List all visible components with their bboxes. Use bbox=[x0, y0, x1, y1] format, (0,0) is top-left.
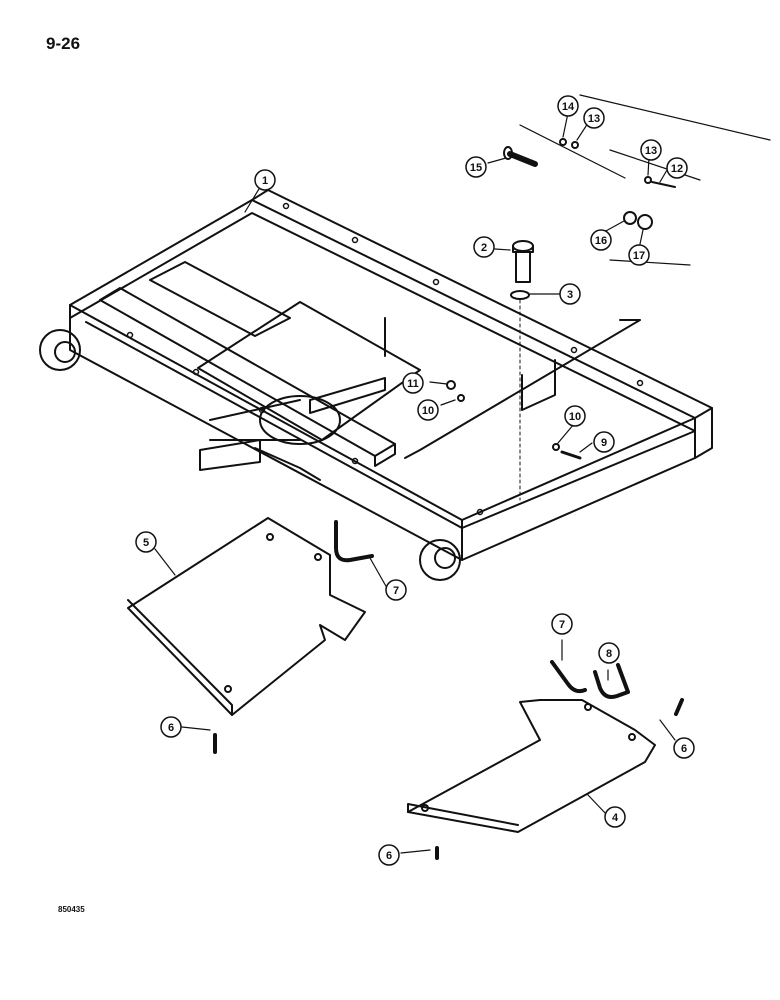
callout-circle bbox=[628, 244, 650, 266]
callout-2-1: 2 bbox=[473, 236, 495, 258]
callout-label: 6 bbox=[681, 743, 687, 755]
bolt-2 bbox=[512, 240, 534, 283]
callout-circle bbox=[559, 283, 581, 305]
callout-8-10: 8 bbox=[598, 642, 620, 664]
bolt-6-right-upper bbox=[674, 698, 684, 716]
callout-15-19: 15 bbox=[465, 156, 487, 178]
callout-label: 6 bbox=[386, 850, 392, 862]
callout-label: 2 bbox=[481, 242, 487, 254]
washer-3 bbox=[510, 290, 530, 300]
callout-1-0: 1 bbox=[254, 169, 276, 191]
callout-label: 7 bbox=[559, 619, 565, 631]
u-bolt-7-lower bbox=[334, 520, 374, 563]
callout-label: 3 bbox=[567, 289, 573, 301]
nut-13-upper bbox=[571, 141, 579, 149]
callout-circle bbox=[160, 716, 182, 738]
callout-circle bbox=[640, 139, 662, 161]
nut-11 bbox=[446, 380, 456, 390]
callout-circle bbox=[590, 229, 612, 251]
callout-12-15: 12 bbox=[666, 157, 688, 179]
callout-7-8: 7 bbox=[385, 579, 407, 601]
callout-4-3: 4 bbox=[604, 806, 626, 828]
callout-circle bbox=[673, 737, 695, 759]
bolt-14 bbox=[559, 138, 567, 146]
callout-9-11: 9 bbox=[593, 431, 615, 453]
callout-label: 9 bbox=[601, 437, 607, 449]
u-bolt-7-upper bbox=[550, 660, 587, 694]
callout-11-14: 11 bbox=[402, 372, 424, 394]
bolt-9 bbox=[560, 450, 582, 460]
callout-circle bbox=[593, 431, 615, 453]
callout-circle bbox=[604, 806, 626, 828]
pin-12 bbox=[651, 181, 676, 188]
callout-17-21: 17 bbox=[628, 244, 650, 266]
callout-label: 13 bbox=[645, 145, 657, 157]
callout-circle bbox=[378, 844, 400, 866]
callout-10-12: 10 bbox=[417, 399, 439, 421]
callout-circle bbox=[473, 236, 495, 258]
washer-10-left bbox=[457, 394, 465, 402]
callout-label: 13 bbox=[588, 113, 600, 125]
callout-label: 10 bbox=[569, 411, 581, 423]
callout-circle bbox=[557, 95, 579, 117]
callout-label: 1 bbox=[262, 175, 268, 187]
callout-7-9: 7 bbox=[551, 613, 573, 635]
callout-label: 14 bbox=[562, 101, 575, 113]
callout-circle bbox=[402, 372, 424, 394]
callout-label: 15 bbox=[470, 162, 482, 174]
callout-circle bbox=[254, 169, 276, 191]
nut-13-lower bbox=[644, 176, 652, 184]
callout-6-7: 6 bbox=[378, 844, 400, 866]
callout-14-18: 14 bbox=[557, 95, 579, 117]
callout-label: 5 bbox=[143, 537, 149, 549]
u-bolt-8 bbox=[593, 663, 630, 699]
callout-label: 6 bbox=[168, 722, 174, 734]
callout-label: 8 bbox=[606, 648, 612, 660]
callout-13-17: 13 bbox=[583, 107, 605, 129]
callout-label: 11 bbox=[407, 378, 419, 390]
callout-6-6: 6 bbox=[673, 737, 695, 759]
callout-circle bbox=[465, 156, 487, 178]
main-frame bbox=[39, 189, 713, 581]
callout-label: 16 bbox=[595, 235, 607, 247]
callout-label: 12 bbox=[671, 163, 683, 175]
callout-circle bbox=[551, 613, 573, 635]
figure-code: 850435 bbox=[58, 905, 85, 914]
callout-label: 17 bbox=[633, 250, 645, 262]
upper-detail-bracket bbox=[519, 94, 771, 266]
callout-circle bbox=[666, 157, 688, 179]
callout-3-2: 3 bbox=[559, 283, 581, 305]
guard-plate-right bbox=[407, 699, 656, 833]
callout-label: 4 bbox=[612, 812, 619, 824]
callout-circle bbox=[583, 107, 605, 129]
bolt-15 bbox=[503, 146, 538, 167]
callout-circle bbox=[135, 531, 157, 553]
callout-16-20: 16 bbox=[590, 229, 612, 251]
callout-circle bbox=[564, 405, 586, 427]
callout-10-13: 10 bbox=[564, 405, 586, 427]
callout-circle bbox=[598, 642, 620, 664]
nut-17 bbox=[637, 214, 653, 230]
callout-circle bbox=[385, 579, 407, 601]
page-number: 9-26 bbox=[46, 34, 81, 53]
callout-label: 10 bbox=[422, 405, 434, 417]
washer-16 bbox=[623, 211, 637, 225]
washer-10-right bbox=[552, 443, 560, 451]
callout-13-16: 13 bbox=[640, 139, 662, 161]
callout-6-5: 6 bbox=[160, 716, 182, 738]
callout-label: 7 bbox=[393, 585, 399, 597]
callout-circle bbox=[417, 399, 439, 421]
guard-plate-left bbox=[127, 517, 366, 716]
callout-5-4: 5 bbox=[135, 531, 157, 553]
